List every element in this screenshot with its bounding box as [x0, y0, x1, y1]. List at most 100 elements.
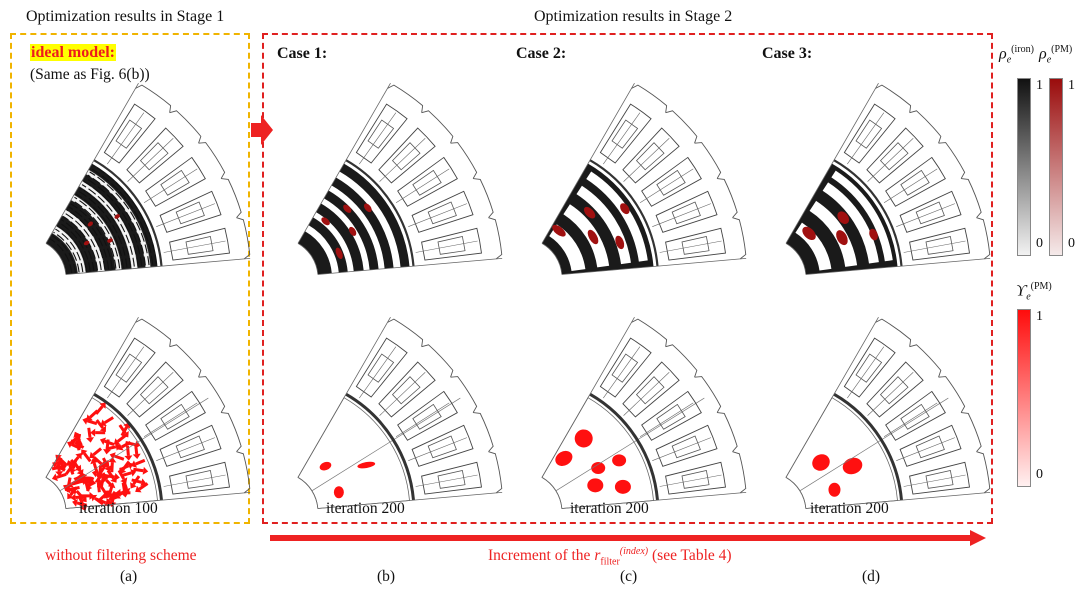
- stator-coil-axis: [903, 240, 966, 253]
- permanent-magnet: [837, 211, 850, 224]
- stator-outline: [45, 82, 251, 275]
- stator-yoke-edge: [473, 412, 494, 452]
- stator-slot: [103, 103, 156, 164]
- increment-arrow: [270, 530, 986, 546]
- without-filtering-note: without filtering scheme: [45, 547, 197, 564]
- flux-barrier: [328, 185, 385, 270]
- magnetization-vector: [118, 424, 127, 435]
- stator-yoke-edge: [450, 142, 478, 179]
- stator-coil-axis: [107, 346, 145, 399]
- stator-coil-axis: [896, 437, 955, 461]
- stator-slot: [885, 156, 946, 207]
- stator-slot: [355, 103, 408, 164]
- magnetization-arrowhead: [55, 471, 64, 477]
- stator-coil: [437, 235, 466, 255]
- stator-coil-axis: [156, 437, 215, 461]
- section-edge: [45, 82, 139, 244]
- magnetization-vector: [132, 475, 141, 486]
- stator-coil: [855, 353, 883, 383]
- stator-coil: [681, 469, 710, 489]
- stator-yoke-edge: [976, 217, 991, 260]
- ideal-model-note: (Same as Fig. 6(b)): [30, 66, 150, 83]
- magnetization-arrowhead: [122, 487, 131, 494]
- stator-coil-axis: [903, 474, 966, 487]
- permanent-magnet: [836, 230, 848, 246]
- pole-axis-line: [311, 397, 461, 492]
- section-edge: [297, 316, 391, 478]
- magnetization-arrowhead: [130, 460, 137, 468]
- rotor-inner-arc: [785, 243, 807, 275]
- panel-b-bottom-magnetization-map: [297, 316, 503, 509]
- magnetization-vector: [138, 482, 149, 491]
- stator-outline: [541, 316, 747, 509]
- magnetization-arrowhead: [142, 466, 149, 475]
- magnetization-vector: [103, 493, 115, 499]
- stator-coil-axis: [143, 402, 198, 438]
- stator-coil: [900, 403, 930, 430]
- magnetization-arrowhead: [80, 495, 87, 503]
- rough-iron-line: [62, 215, 99, 271]
- stator-coil: [391, 142, 421, 171]
- magnetization-arrowhead: [102, 476, 110, 483]
- stator-yoke-edge: [717, 412, 738, 452]
- stator-coil-axis: [156, 203, 215, 227]
- stator-slot: [899, 190, 962, 233]
- colorbar-upsilon: [1017, 309, 1031, 487]
- stator-yoke-edge: [665, 110, 698, 144]
- increment-caption: Increment of the rfilter(index) (see Tab…: [488, 546, 732, 568]
- stator-coil-axis: [659, 474, 722, 487]
- magnetization-arrowhead: [126, 462, 134, 470]
- stator-coil: [915, 201, 945, 225]
- stator-coil-axis: [659, 240, 722, 253]
- colorbar-iron: [1017, 78, 1031, 256]
- stator-outline: [541, 82, 747, 275]
- stator-coil: [412, 403, 442, 430]
- stator-yoke-edge: [169, 110, 202, 144]
- stator-coil: [367, 353, 395, 383]
- stator-yoke-edge: [665, 344, 698, 378]
- magnetization-vector: [126, 445, 130, 456]
- magnetization-vector: [121, 471, 132, 477]
- case-1-title: Case 1:: [277, 45, 328, 62]
- permanent-magnet: [587, 229, 599, 245]
- stator-coil-axis: [603, 112, 641, 165]
- section-edge: [561, 257, 747, 275]
- rotor-inner-arc: [45, 243, 67, 275]
- magnetization-vector: [64, 465, 74, 476]
- stator-slot: [145, 156, 206, 207]
- stator-yoke-edge: [421, 344, 454, 378]
- stator-yoke-edge: [717, 178, 738, 218]
- stator-coil: [879, 142, 909, 171]
- rotor-region: [297, 397, 410, 509]
- section-edge: [65, 257, 251, 275]
- permanent-magnet: [83, 240, 90, 246]
- stator-slot: [397, 156, 458, 207]
- stage1-frame: [10, 33, 250, 524]
- magnetization-vector: [96, 472, 107, 478]
- stator-yoke-edge: [909, 110, 942, 144]
- stator-yoke-edge: [135, 84, 172, 113]
- magnetization-arrowhead: [114, 473, 120, 481]
- ideal-model-label: ideal model:: [30, 44, 116, 61]
- stator-coil: [915, 435, 945, 459]
- stator-slot: [421, 461, 482, 495]
- stator-slot: [599, 103, 652, 164]
- airgap-arc: [833, 159, 903, 267]
- rough-iron-line: [76, 193, 124, 268]
- magnet-blob: [587, 478, 604, 493]
- stator-coil: [635, 142, 665, 171]
- stator-coil-axis: [603, 346, 641, 399]
- stator-outline: [297, 82, 503, 275]
- stage-transition-arrow: [251, 115, 273, 145]
- colorbar-iron-title: ρe(iron): [999, 44, 1034, 66]
- stator-yoke-edge: [236, 217, 251, 260]
- stator-coil-axis: [408, 203, 467, 227]
- stage2-frame: [262, 33, 993, 524]
- permanent-magnet: [802, 226, 816, 241]
- permanent-magnet: [615, 235, 625, 250]
- magnet-blob: [574, 429, 593, 448]
- stator-slot: [843, 337, 896, 398]
- stator-coil-axis: [395, 168, 450, 204]
- rough-iron-line: [72, 200, 117, 269]
- permanent-magnet: [343, 204, 352, 213]
